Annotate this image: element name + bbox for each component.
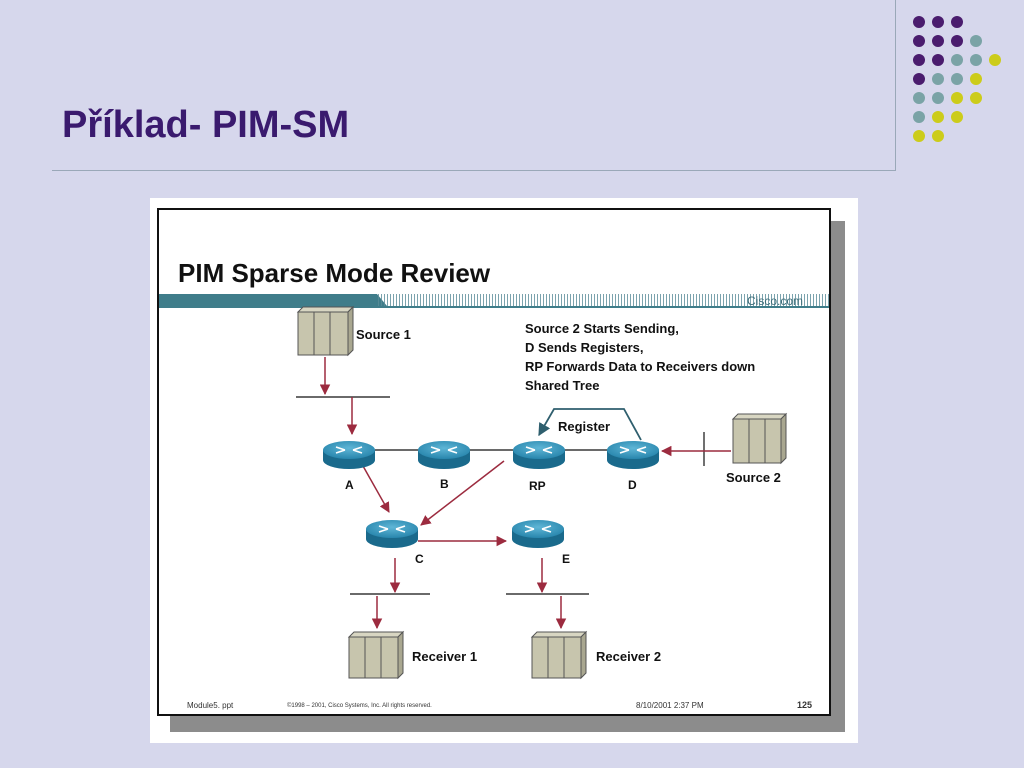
router-icon	[366, 520, 418, 548]
router-d-label: D	[628, 478, 637, 492]
note-line: Source 2 Starts Sending,	[525, 321, 679, 336]
flow-arrow	[420, 460, 505, 526]
dot-row-5	[913, 92, 982, 104]
source2-label: Source 2	[726, 470, 781, 485]
server-icon	[347, 630, 405, 680]
router-icon	[513, 441, 565, 469]
footer-date: 8/10/2001 2:37 PM	[636, 701, 704, 710]
decorative-dot-grid	[913, 16, 1001, 142]
title-divider	[52, 170, 895, 171]
page-title: Příklad- PIM-SM	[62, 104, 350, 146]
router-e-label: E	[562, 552, 570, 566]
dot-row-6	[913, 111, 963, 123]
slide-header-bar	[159, 294, 829, 308]
router-a-label: A	[345, 478, 354, 492]
footer-filename: Module5. ppt	[187, 701, 234, 710]
register-tunnel-arrow	[538, 408, 642, 441]
router-c-label: C	[415, 552, 424, 566]
router-icon	[607, 441, 659, 469]
flow-arrow	[362, 465, 390, 513]
source1-label: Source 1	[356, 327, 411, 342]
dot-row-1	[913, 16, 963, 28]
dot-row-3	[913, 54, 1001, 66]
receiver2-label: Receiver 2	[596, 649, 661, 664]
router-rp-label: RP	[529, 479, 546, 493]
brand-label: Cisco.com	[746, 294, 803, 308]
router-icon	[418, 441, 470, 469]
dot-row-7	[913, 130, 944, 142]
slide-title: PIM Sparse Mode Review	[178, 258, 491, 288]
server-icon	[731, 412, 788, 465]
footer-copyright: ©1998 – 2001, Cisco Systems, Inc. All ri…	[287, 703, 432, 709]
router-icon	[512, 520, 564, 548]
note-line: RP Forwards Data to Receivers down	[525, 359, 755, 374]
router-b-label: B	[440, 477, 449, 491]
dot-row-4	[913, 73, 982, 85]
server-icon	[530, 630, 588, 680]
dot-row-2	[913, 35, 982, 47]
receiver1-label: Receiver 1	[412, 649, 477, 664]
router-icon	[323, 441, 375, 469]
server-icon	[296, 305, 355, 357]
vertical-divider	[895, 0, 896, 171]
footer-page-number: 125	[797, 700, 813, 710]
register-label: Register	[558, 419, 610, 434]
pim-sparse-mode-diagram: Source 1 Source 2 Receiver 1 Receiver 2 …	[159, 294, 829, 680]
embedded-slide: PIM Sparse Mode Review	[157, 208, 831, 716]
note-line: Shared Tree	[525, 378, 599, 393]
note-line: D Sends Registers,	[525, 340, 644, 355]
